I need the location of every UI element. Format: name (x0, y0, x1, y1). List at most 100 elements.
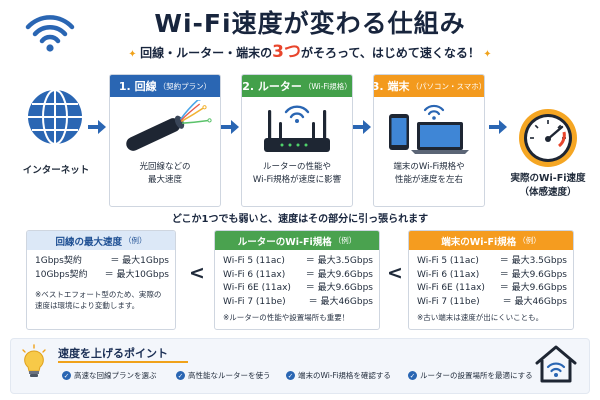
tip-text: ルーターの設置場所を最適にする (420, 371, 533, 380)
tip-item: ✓高性能なルーターを使う (176, 370, 271, 381)
step-caption-line: 最大速度 (147, 175, 182, 185)
result-label: 実際のWi-Fi速度 （体感速度） (498, 172, 598, 200)
globe-icon (28, 89, 82, 145)
step-header: 3. 端末（パソコン・スマホ） (374, 75, 484, 97)
spec-title: 回線の最大速度 (55, 236, 122, 248)
tips-panel (10, 338, 590, 394)
spec-value: ＝ 最大3.5Gbps (305, 256, 373, 266)
spec-value: ＝ 最大10Gbps (104, 269, 169, 280)
wifi-logo-icon (25, 15, 75, 52)
spec-key: 10Gbps契約 (35, 269, 88, 280)
subtitle-before: 回線・ルーター・端末の (140, 46, 273, 60)
spec-header: ルーターのWi-Fi規格（例） (215, 231, 379, 250)
sparkle-icon: ✦ (479, 49, 492, 60)
arrow-right-icon (88, 120, 106, 134)
step-subtitle: （Wi-Fi規格） (303, 81, 352, 91)
spec-line-speed: 回線の最大速度（例） 1Gbps契約 ＝ 最大1Gbps 10Gbps契約 ＝ 最大… (26, 230, 176, 330)
spec-key: Wi-Fi 7 (11be) (223, 296, 286, 307)
step-caption-line: 性能が速度を左右 (394, 175, 463, 185)
spec-value: ＝ 最大1Gbps (110, 256, 169, 266)
spec-key: Wi-Fi 7 (11be) (417, 296, 480, 307)
spec-row: Wi-Fi 5 (11ac) ＝ 最大3.5Gbps (417, 255, 567, 269)
tip-item: ✓高速な回線プランを選ぶ (62, 370, 157, 381)
step-subtitle: （契約プラン） (158, 81, 212, 91)
spec-key: Wi-Fi 5 (11ac) (223, 256, 285, 266)
bottleneck-notice: どこか1つでも弱いと、速度はその部分に引っ張られます (171, 214, 429, 225)
tip-item: ✓端末のWi-Fi規格を確認する (286, 370, 391, 381)
spec-key: Wi-Fi 6 (11ax) (417, 269, 480, 280)
spec-note: ※古い端末は速度が出にくいことも。 (417, 313, 544, 322)
spec-value: ＝ 最大46Gbps (502, 296, 567, 307)
tip-text: 高性能なルーターを使う (188, 371, 271, 380)
lightbulb-icon (22, 344, 46, 377)
spec-key: Wi-Fi 6E (11ax) (417, 283, 485, 293)
spec-row: 10Gbps契約 ＝ 最大10Gbps (35, 269, 169, 283)
spec-key: Wi-Fi 6 (11ax) (223, 269, 286, 280)
less-than-sign: < (189, 262, 205, 284)
arrow-right-icon (221, 120, 239, 134)
spec-title: 端末のWi-Fi規格 (441, 236, 517, 248)
home-wifi-icon (535, 345, 577, 383)
spec-header: 回線の最大速度（例） (27, 231, 175, 250)
spec-row: Wi-Fi 6 (11ax) ＝ 最大9.6Gbps (417, 269, 567, 283)
result-label-line: （体感速度） (519, 187, 577, 198)
page-title: Wi-Fi速度が変わる仕組み (154, 9, 466, 38)
spec-row: Wi-Fi 5 (11ac) ＝ 最大3.5Gbps (223, 255, 373, 269)
tip-item: ✓ルーターの設置場所を最適にする (408, 370, 533, 381)
spec-note: ※ルーターの性能や設置場所も重要！ (223, 313, 350, 322)
spec-value: ＝ 最大46Gbps (308, 296, 373, 307)
check-icon: ✓ (286, 371, 295, 380)
step-caption-line: Wi-Fi規格が速度に影響 (252, 175, 342, 185)
arrow-right-icon (353, 120, 371, 134)
check-icon: ✓ (62, 371, 71, 380)
spec-value: ＝ 最大9.6Gbps (499, 283, 567, 293)
arrow-right-icon (489, 120, 507, 134)
step-router: 2. ルーター（Wi-Fi規格） ルーターの性能や Wi-Fi規格が速度に影響 (241, 74, 353, 207)
spec-key: Wi-Fi 5 (11ac) (417, 256, 479, 266)
result-label-line: 実際のWi-Fi速度 (510, 173, 586, 184)
spec-row: 1Gbps契約 ＝ 最大1Gbps (35, 255, 169, 269)
spec-value: ＝ 最大9.6Gbps (305, 269, 373, 280)
spec-key: 1Gbps契約 (35, 256, 82, 266)
step-title: 2. ルーター (242, 80, 302, 93)
fiber-cable-icon (126, 100, 212, 151)
step-caption-line: 端末のWi-Fi規格や (393, 162, 465, 172)
step-title: 3. 端末 (373, 80, 410, 93)
spec-router-wifi: ルーターのWi-Fi規格（例） Wi-Fi 5 (11ac) ＝ 最大3.5Gbp… (214, 230, 380, 330)
spec-row: Wi-Fi 6E (11ax) ＝ 最大9.6Gbps (223, 282, 373, 296)
step-caption-line: 光回線などの (139, 162, 191, 172)
page-subtitle: ✦ 回線・ルーター・端末の3つがそろって、はじめて速くなる！ ✦ (105, 37, 515, 62)
spec-device-wifi: 端末のWi-Fi規格（例） Wi-Fi 5 (11ac)＝ 最大3.5Gbps … (408, 230, 574, 330)
spec-value: ＝ 最大9.6Gbps (499, 269, 567, 280)
spec-subtitle: （例） (333, 236, 357, 245)
tips-title-underline (58, 361, 188, 363)
step-device: 3. 端末（パソコン・スマホ） 端末のWi-Fi規格や 性能が速度を左右 (373, 74, 485, 207)
tip-text: 高速な回線プランを選ぶ (74, 371, 157, 380)
step-header: 1. 回線（契約プラン） (110, 75, 220, 97)
devices-icon (389, 104, 469, 154)
spec-title: ルーターのWi-Fi規格 (237, 236, 332, 248)
spec-value: ＝ 最大9.6Gbps (305, 283, 373, 293)
speedometer-icon (519, 109, 577, 167)
sparkle-icon: ✦ (128, 49, 141, 60)
spec-row: Wi-Fi 7 (11be) ＝ 最大46Gbps (417, 296, 567, 310)
step-subtitle: （パソコン・スマホ） (411, 81, 485, 91)
spec-key: Wi-Fi 6E (11ax) (223, 283, 291, 293)
step-line: 1. 回線（契約プラン） 光回線などの 最大速度 (109, 74, 221, 207)
subtitle-emphasis: 3つ (272, 42, 302, 62)
spec-value: ＝ 最大3.5Gbps (499, 256, 567, 266)
router-icon (264, 105, 330, 152)
internet-label: インターネット (22, 165, 90, 176)
spec-header: 端末のWi-Fi規格（例） (409, 231, 573, 250)
spec-subtitle: （例） (518, 236, 541, 245)
tips-title: 速度を上げるポイント (58, 347, 168, 360)
step-header: 2. ルーター（Wi-Fi規格） (242, 75, 352, 97)
spec-row: Wi-Fi 6 (11ax) ＝ 最大9.6Gbps (223, 269, 373, 283)
spec-subtitle: （例） (124, 236, 147, 245)
spec-note: ※ベストエフォート型のため、実際の (35, 290, 162, 299)
spec-row: Wi-Fi 6E (11ax) ＝ 最大9.6Gbps (417, 282, 567, 296)
tip-text: 端末のWi-Fi規格を確認する (298, 371, 391, 380)
step-caption-line: ルーターの性能や (262, 162, 331, 172)
check-icon: ✓ (176, 371, 185, 380)
step-title: 1. 回線 (118, 80, 157, 93)
